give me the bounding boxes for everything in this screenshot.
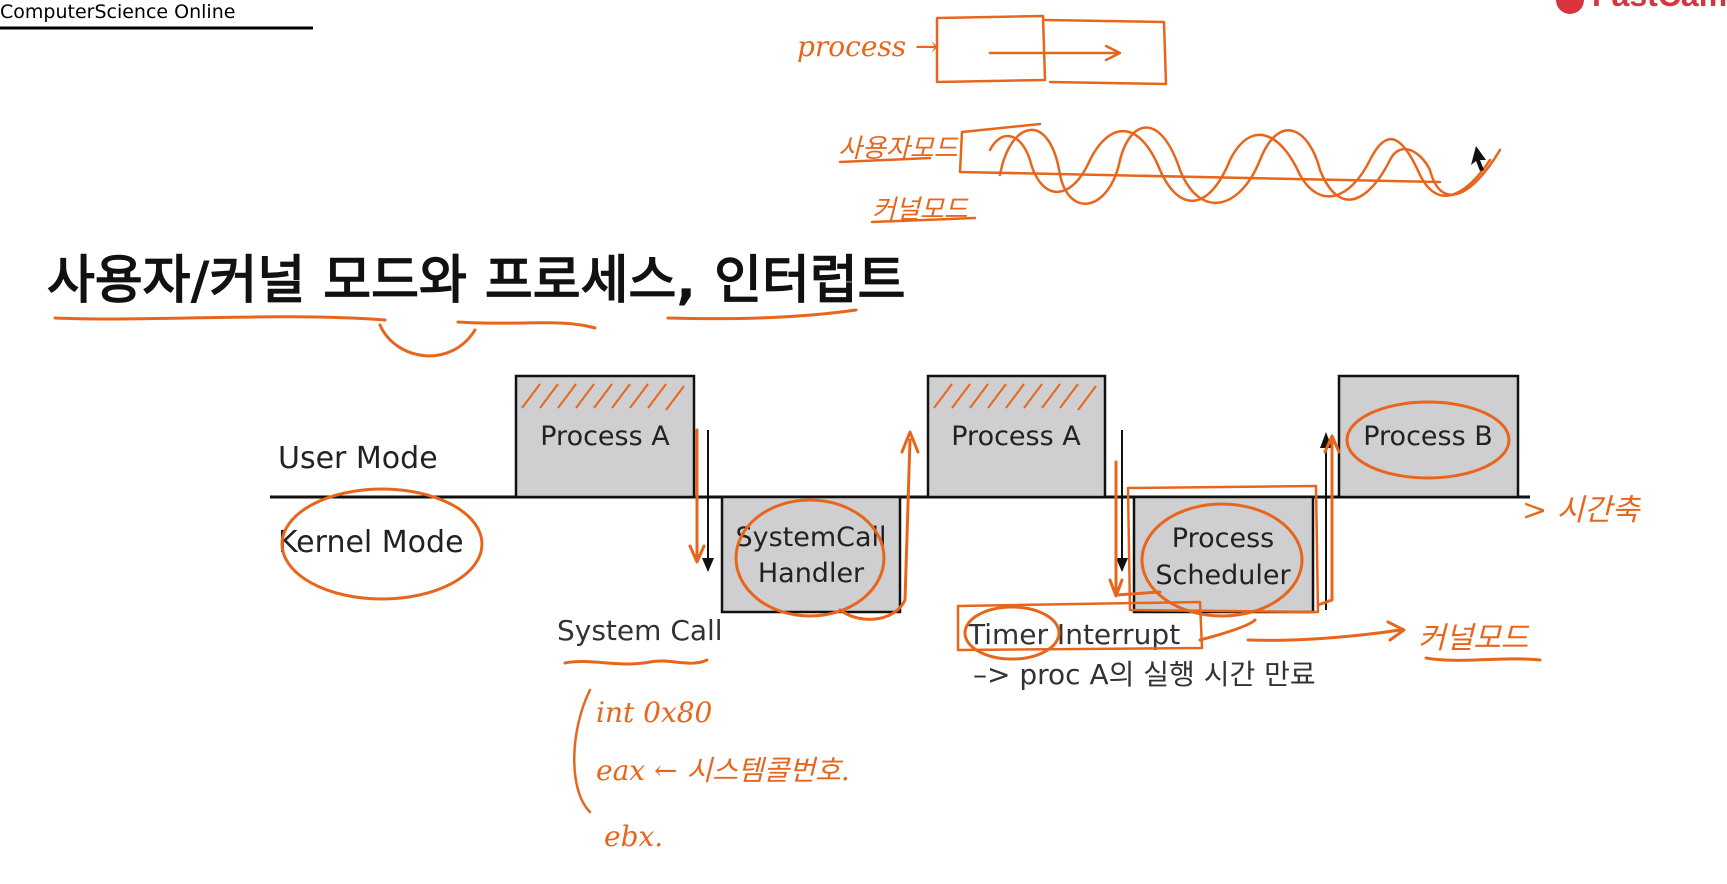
user-mode-label: User Mode (278, 441, 438, 476)
process-a-label-2: Process A (951, 421, 1081, 452)
process-a-box-2: Process A (926, 374, 1107, 499)
cursor-icon (1471, 146, 1486, 171)
title-underline-3 (666, 308, 858, 321)
scheduler-label-2: Scheduler (1155, 560, 1291, 591)
ebx-line: ebx. (604, 820, 663, 853)
kernel-mode-note: 커널모드 (1418, 621, 1530, 656)
scheduler-circle (1140, 502, 1304, 618)
syscall-handler-box: SystemCall Handler (720, 495, 902, 614)
time-axis-note: > 시간축 (1522, 493, 1642, 528)
syscall-handler-label-1: SystemCall (735, 522, 886, 553)
mode-baseline (958, 122, 1442, 184)
return-arrow-1 (838, 430, 920, 621)
logo-icon (1556, 0, 1584, 14)
user-mode-kr-underline (838, 156, 932, 164)
title-underlines (53, 308, 858, 358)
hatching (521, 383, 685, 411)
process-sketch-box-1 (935, 14, 1047, 84)
process-a-box-1: Process A (514, 374, 696, 499)
logo: FastCam (1556, 0, 1727, 14)
timer-outline (956, 600, 1204, 652)
system-call-underline (563, 658, 709, 666)
mode-wave-2 (988, 130, 1492, 202)
syscall-down-arrow (688, 428, 706, 564)
syscall-handler-circle (734, 498, 886, 618)
hatching (933, 383, 1097, 411)
process-sketch-box-2 (1043, 18, 1168, 86)
kernel-mode-note-underline (1424, 656, 1542, 662)
page-title: 사용자/커널 모드와 프로세스, 인터럽트 (47, 251, 906, 311)
int-line: int 0x80 (596, 696, 712, 729)
kernel-mode-pointer-arrow (1246, 620, 1406, 642)
title-underline-2 (456, 320, 597, 330)
mode-diagram: User Mode Kernel Mode Process A SystemCa… (270, 374, 1642, 691)
process-sketch: process → (797, 14, 1168, 86)
process-scheduler-box: Process Scheduler (1132, 495, 1315, 614)
process-b-label: Process B (1363, 421, 1493, 452)
timer-interrupt-label: Timer Interrupt (967, 618, 1180, 651)
logo-text: FastCam (1592, 0, 1727, 13)
syscall-register-notes: int 0x80 eax ← 시스템콜번호. ebx. (573, 688, 850, 853)
scheduler-up-arrow (1316, 434, 1341, 607)
timer-link-stroke (1198, 618, 1257, 642)
process-note: process → (797, 30, 939, 63)
syscall-handler-label-2: Handler (758, 558, 865, 589)
mode-wave-1 (998, 126, 1502, 205)
kernel-mode-kr-underline (870, 216, 977, 224)
scheduler-outline (1126, 484, 1320, 614)
timer-note: –> proc A의 실행 시간 만료 (973, 658, 1316, 691)
process-b-circle (1345, 400, 1511, 480)
process-sketch-arrow (988, 44, 1122, 62)
scheduler-label-1: Process (1172, 523, 1274, 554)
interrupt-down-arrow (1108, 460, 1162, 598)
process-b-box: Process B (1337, 374, 1520, 499)
site-name: ComputerScience Online (0, 1, 235, 23)
system-call-label: System Call (557, 614, 723, 647)
kernel-mode-label: Kernel Mode (278, 525, 464, 560)
process-a-label-1: Process A (540, 421, 670, 452)
timer-circle (963, 605, 1061, 661)
kernel-mode-circle (280, 487, 484, 601)
orange-transition-arrows (688, 428, 1341, 607)
title-underline-swoop (378, 323, 477, 358)
eax-line: eax ← 시스템콜번호. (596, 754, 850, 787)
mode-wave-sketch: 사용자모드 커널모드 (838, 122, 1502, 225)
title-underline-1 (53, 315, 387, 322)
notes-bracket (573, 688, 592, 814)
